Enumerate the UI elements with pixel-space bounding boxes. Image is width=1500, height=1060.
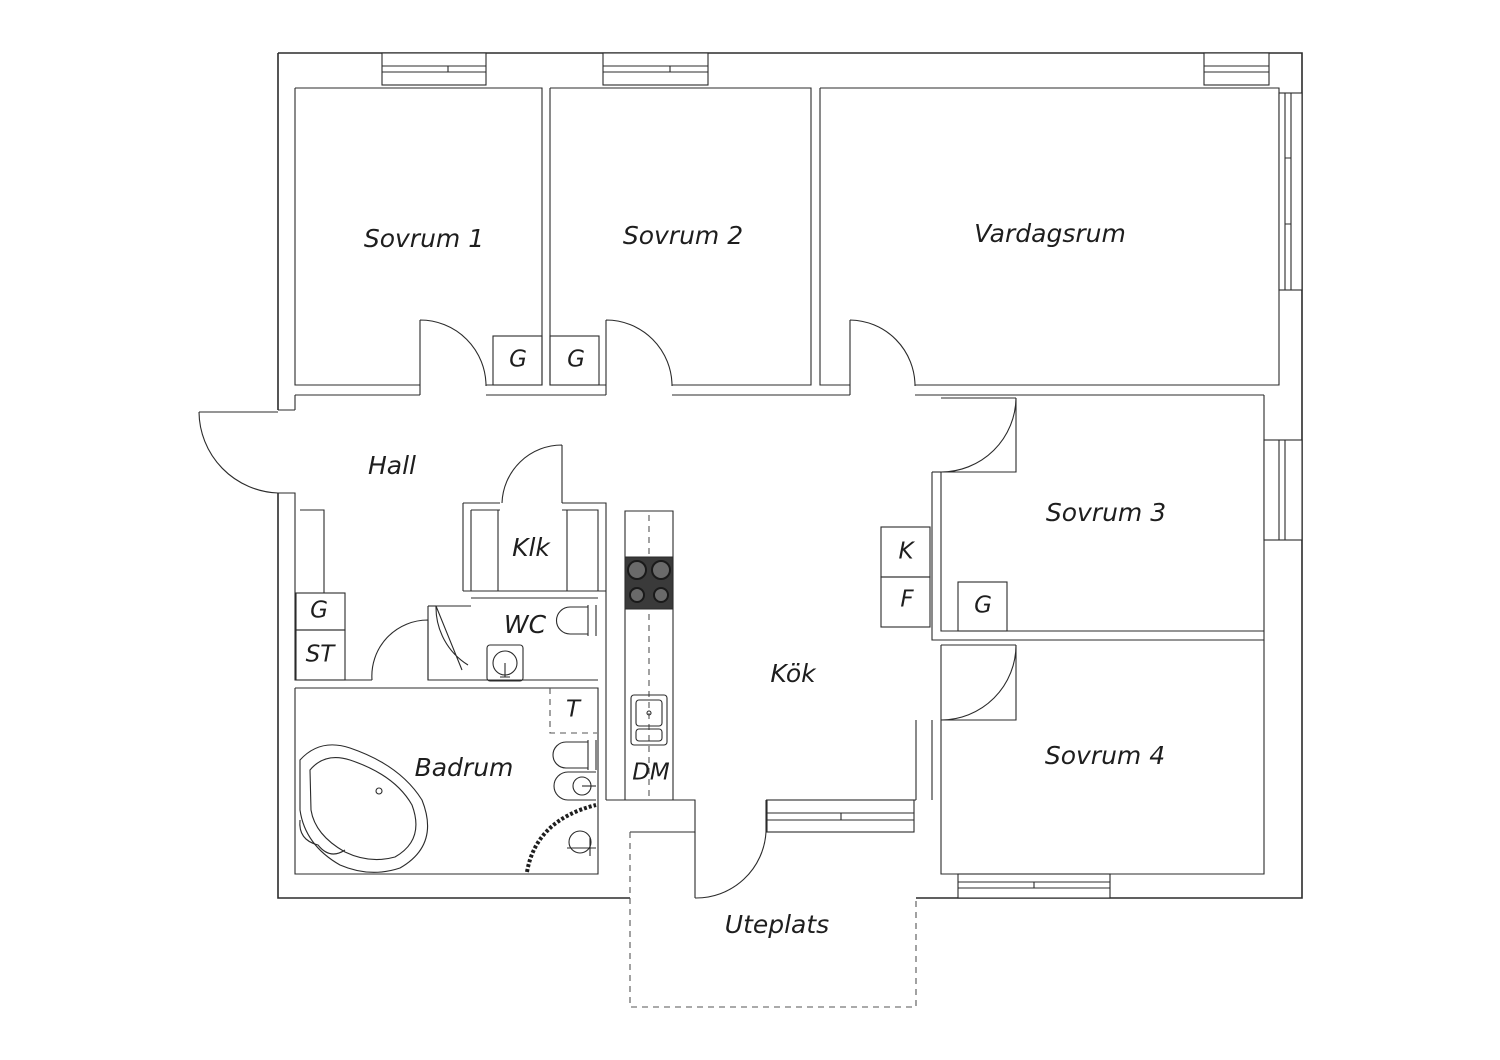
fixture-label-g-sovrum-3: G [974, 593, 992, 619]
toilet-icon [555, 605, 597, 636]
interior-walls [278, 87, 1280, 898]
room-labels: Sovrum 1 Sovrum 2 Vardagsrum Hall Klk WC… [364, 219, 1166, 939]
room-label-uteplats: Uteplats [725, 910, 829, 939]
fixture-label-f: F [900, 587, 914, 613]
room-label-badrum: Badrum [415, 753, 514, 782]
kitchen-sink-icon [630, 694, 668, 746]
windows [381, 52, 1303, 899]
doors [198, 319, 1017, 899]
room-label-sovrum-3: Sovrum 3 [1046, 498, 1166, 527]
wc-sink-icon [486, 644, 524, 682]
fixture-label-t: T [566, 697, 582, 723]
fixture-label-k: K [898, 539, 915, 565]
room-label-hall: Hall [368, 451, 416, 480]
fixture-label-g-sovrum-1: G [509, 347, 527, 373]
fixture-labels: G G G ST K F G T DM [306, 347, 992, 786]
room-label-sovrum-2: Sovrum 2 [623, 221, 743, 250]
room-label-vardagsrum: Vardagsrum [974, 219, 1126, 248]
room-label-sovrum-4: Sovrum 4 [1045, 741, 1165, 770]
room-label-wc: WC [504, 610, 547, 639]
fixture-label-st: ST [306, 642, 337, 668]
dryer-outline [549, 688, 597, 734]
washer-icon [552, 740, 597, 770]
room-label-klk: Klk [512, 533, 551, 562]
room-label-sovrum-1: Sovrum 1 [364, 224, 484, 253]
shower-icon [525, 803, 597, 873]
fixture-label-g-sovrum-2: G [567, 347, 585, 373]
fixture-boxes [295, 335, 1008, 681]
bathtub-icon [299, 744, 429, 873]
stove-icon [624, 556, 674, 610]
bathroom-sink-icon [553, 771, 596, 801]
room-label-kok: Kök [770, 659, 817, 688]
fixture-label-g-hall: G [310, 598, 328, 624]
fixture-label-dm: DM [632, 760, 670, 786]
